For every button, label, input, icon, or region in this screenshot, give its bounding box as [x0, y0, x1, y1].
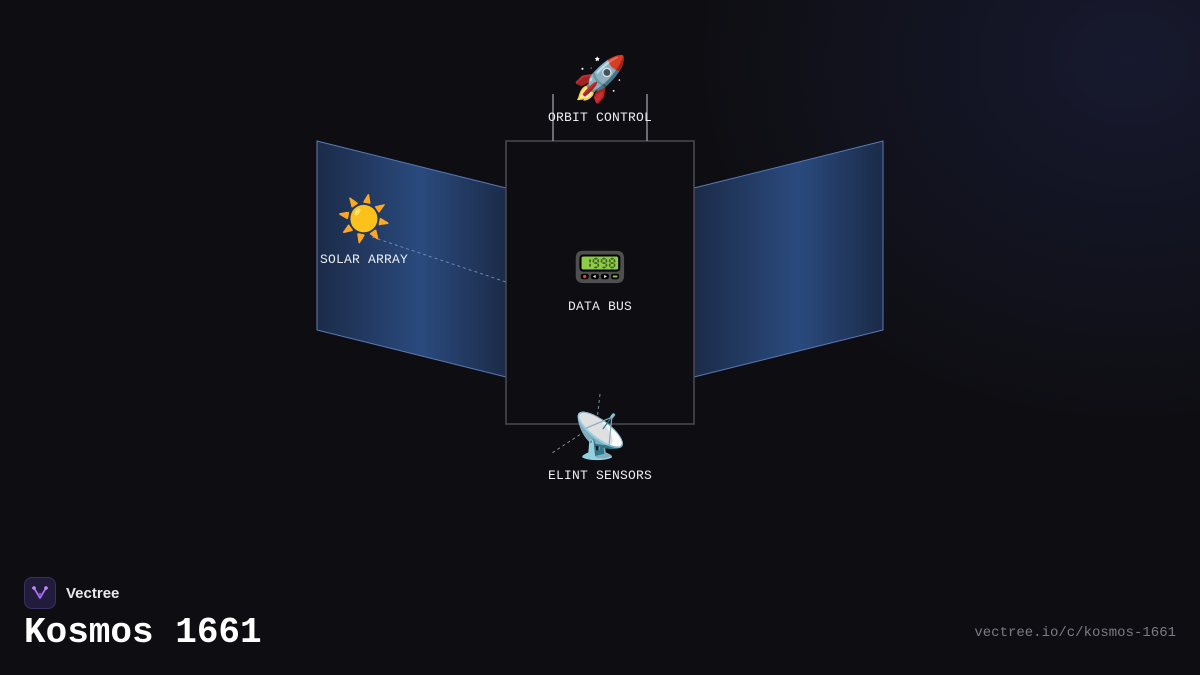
elint-sensors-leader-line-b	[551, 427, 591, 454]
brand: Vectree	[24, 577, 119, 609]
sun-icon: ☀️	[336, 194, 392, 245]
elint-sensors-leader-line-a	[596, 393, 601, 421]
elint-sensors-label: ELINT SENSORS	[547, 468, 653, 483]
page-title: Kosmos 1661	[24, 612, 262, 653]
orbit-control-label: ORBIT CONTROL	[547, 110, 653, 125]
source-url[interactable]: vectree.io/c/kosmos-1661	[974, 625, 1176, 641]
brand-name: Vectree	[66, 584, 120, 602]
vectree-logo-icon	[24, 577, 56, 609]
right-solar-panel	[693, 140, 884, 378]
rocket-icon: 🚀	[572, 54, 628, 105]
satellite-body	[505, 140, 695, 425]
data-bus-label: DATA BUS	[567, 299, 633, 314]
satellite-dish-icon: 📡	[572, 411, 628, 462]
pager-icon: 📟	[572, 242, 628, 293]
solar-array-label: SOLAR ARRAY	[319, 252, 409, 267]
